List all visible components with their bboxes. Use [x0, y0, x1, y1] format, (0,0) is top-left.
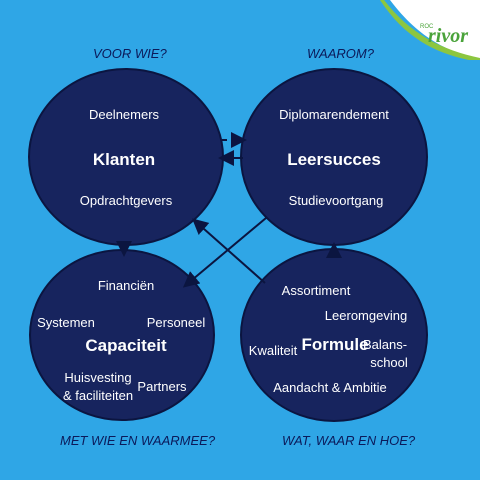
klanten-item-deelnemers: Deelnemers: [89, 107, 160, 122]
logo-swoosh: [390, 0, 480, 60]
roc-rivor-logo: ROC rivor: [370, 0, 480, 62]
leersucces-title: Leersucces: [287, 150, 381, 169]
formule-item-school: school: [370, 355, 408, 370]
arrow-leersucces-to-capaciteit: [182, 217, 267, 288]
formule-item-aandacht-ambitie: Aandacht & Ambitie: [273, 380, 386, 395]
capaciteit-item-systemen: Systemen: [37, 315, 95, 330]
formule-title: Formule: [301, 335, 368, 354]
capaciteit-item-partners: Partners: [137, 379, 187, 394]
capaciteit-title: Capaciteit: [85, 336, 167, 355]
logo-green-edge: [380, 0, 480, 62]
logo-small-text: ROC: [420, 24, 434, 30]
formule-item-kwaliteit: Kwaliteit: [249, 343, 298, 358]
question-top-left: VOOR WIE?: [93, 46, 167, 61]
leersucces-item-studievoortgang: Studievoortgang: [289, 193, 384, 208]
question-bottom-left: MET WIE EN WAARMEE?: [60, 433, 216, 448]
leersucces-item-diplomarendement: Diplomarendement: [279, 107, 389, 122]
capaciteit-item-huisvesting: Huisvesting: [64, 370, 131, 385]
formule-item-leeromgeving: Leeromgeving: [325, 308, 407, 323]
capaciteit-item-personeel: Personeel: [147, 315, 206, 330]
klanten-item-opdrachtgevers: Opdrachtgevers: [80, 193, 173, 208]
formule-item-assortiment: Assortiment: [282, 283, 351, 298]
arrow-formule-to-klanten: [192, 218, 266, 284]
question-top-right: WAAROM?: [307, 46, 374, 61]
capaciteit-item-financien: Financiën: [98, 278, 154, 293]
question-bottom-right: WAT, WAAR EN HOE?: [282, 433, 416, 448]
capaciteit-item-faciliteiten: & faciliteiten: [63, 388, 133, 403]
klanten-title: Klanten: [93, 150, 155, 169]
formule-item-balans: Balans-: [363, 337, 407, 352]
logo-word: rivor: [428, 25, 468, 47]
